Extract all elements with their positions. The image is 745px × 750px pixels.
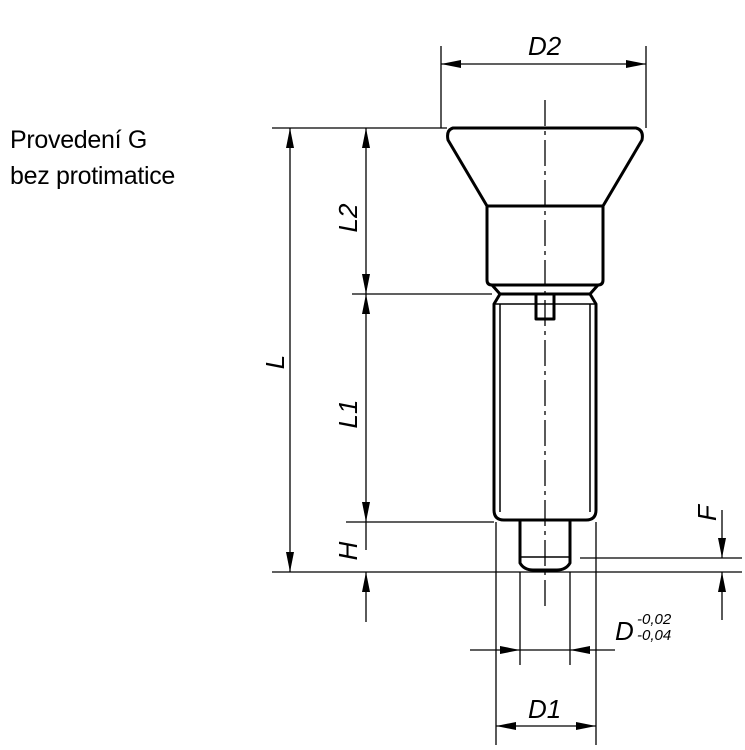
caption: Provedení G bez protimatice <box>10 122 175 194</box>
dimension-lines <box>286 60 726 730</box>
threaded-body <box>492 293 598 522</box>
plunger-pin <box>518 520 572 572</box>
label-d1: D1 <box>528 694 561 724</box>
label-l: L <box>260 355 290 369</box>
caption-line-2: bez protimatice <box>10 162 176 190</box>
label-h: H <box>333 541 363 560</box>
caption-line-1: Provedení G <box>10 126 148 154</box>
label-d: D <box>615 616 634 646</box>
label-d-tolerance-lower: -0,04 <box>637 627 671 644</box>
label-d-tolerance-upper: -0,02 <box>637 611 672 628</box>
label-d2: D2 <box>528 31 562 61</box>
extension-lines <box>272 46 742 745</box>
label-l2: L2 <box>333 203 363 232</box>
label-l1: L1 <box>333 400 363 429</box>
label-f: F <box>692 503 722 521</box>
